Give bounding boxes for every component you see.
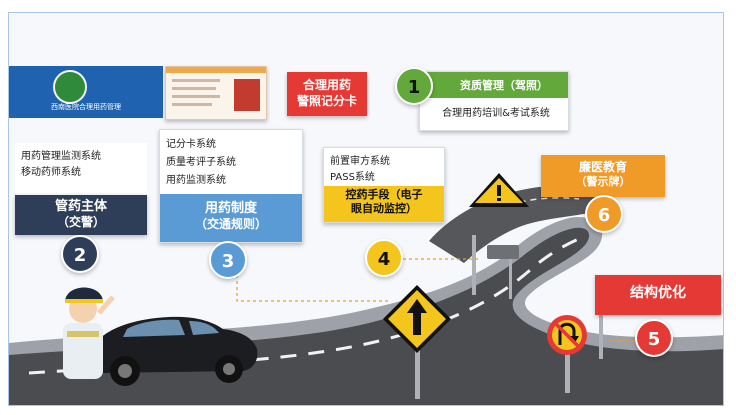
step4-title-line1: 控药手段（电子 xyxy=(345,188,423,201)
step6-number-badge: 6 xyxy=(585,195,623,233)
hospital-logo-icon xyxy=(53,70,87,104)
step2-title-line2: （交警） xyxy=(56,214,105,229)
road-center-line xyxy=(28,236,582,375)
score-card-label-line1: 合理用药 xyxy=(302,78,351,92)
step3-title-line1: 用药制度 xyxy=(204,201,257,216)
step1-subtitle: 合理用药培训&考试系统 xyxy=(442,108,550,119)
warning-sign-icon xyxy=(469,173,529,207)
ahead-diamond-sign-icon xyxy=(383,285,451,353)
step2-number-badge: 2 xyxy=(61,235,99,273)
step3-item-3: 用药监测系统 xyxy=(166,175,226,186)
hospital-banner: 西南医院合理用药管理 xyxy=(9,66,163,118)
step3-title-box: 用药制度 （交通规则） xyxy=(160,194,302,242)
score-card-label: 合理用药 警照记分卡 xyxy=(287,72,367,116)
step6-title-line1: 廉医教育 xyxy=(578,160,627,174)
traffic-police-illustration xyxy=(63,287,115,379)
score-card-label-line2: 警照记分卡 xyxy=(296,93,357,108)
step1-card: 资质管理（驾照） 合理用药培训&考试系统 xyxy=(419,71,569,131)
step2-items: 用药管理监测系统 移动药师系统 xyxy=(15,143,147,193)
car-illustration xyxy=(89,316,258,386)
step2-title-box: 管药主体 （交警） xyxy=(15,195,147,235)
step2-title-line1: 管药主体 xyxy=(54,199,107,214)
step4-number-badge: 4 xyxy=(365,239,403,277)
step5-title: 结构优化 xyxy=(630,285,686,301)
step3-item-1: 记分卡系统 xyxy=(166,139,216,150)
step6-title-box: 廉医教育 （警示牌） xyxy=(541,155,665,197)
diagram-frame: 西南医院合理用药管理 合理用药 警照记分卡 资质管理（驾照） 合理用药培训&考试… xyxy=(8,12,724,406)
banner-caption: 西南医院合理用药管理 xyxy=(51,103,121,111)
step1-title-bar: 资质管理（驾照） xyxy=(420,72,568,98)
step6-title-line2: （警示牌） xyxy=(575,174,631,188)
step4-title-line2: 眼自动监控） xyxy=(351,201,417,215)
step4-card: 前置审方系统 PASS系统 控药手段（电子 眼自动监控） xyxy=(323,147,445,223)
step3-title-line2: （交通规则） xyxy=(194,216,267,231)
step3-item-2: 质量考评子系统 xyxy=(166,157,236,168)
step4-item-1: 前置审方系统 xyxy=(330,156,390,167)
step5-title-box: 结构优化 xyxy=(595,275,721,315)
step3-number-badge: 3 xyxy=(209,241,247,279)
score-id-card xyxy=(165,66,267,120)
step1-title: 资质管理（驾照） xyxy=(460,79,548,92)
step2-item-2: 移动药师系统 xyxy=(21,167,81,178)
step3-card: 记分卡系统 质量考评子系统 用药监测系统 用药制度 （交通规则） xyxy=(159,129,303,243)
step5-number-badge: 5 xyxy=(635,319,673,357)
no-u-turn-sign-icon xyxy=(547,315,587,355)
id-photo xyxy=(234,79,260,111)
step4-title-box: 控药手段（电子 眼自动监控） xyxy=(324,186,444,222)
step4-item-2: PASS系统 xyxy=(330,172,375,183)
road-illustration xyxy=(9,173,723,405)
step2-item-1: 用药管理监测系统 xyxy=(21,151,101,162)
step1-number-badge: 1 xyxy=(395,67,433,105)
